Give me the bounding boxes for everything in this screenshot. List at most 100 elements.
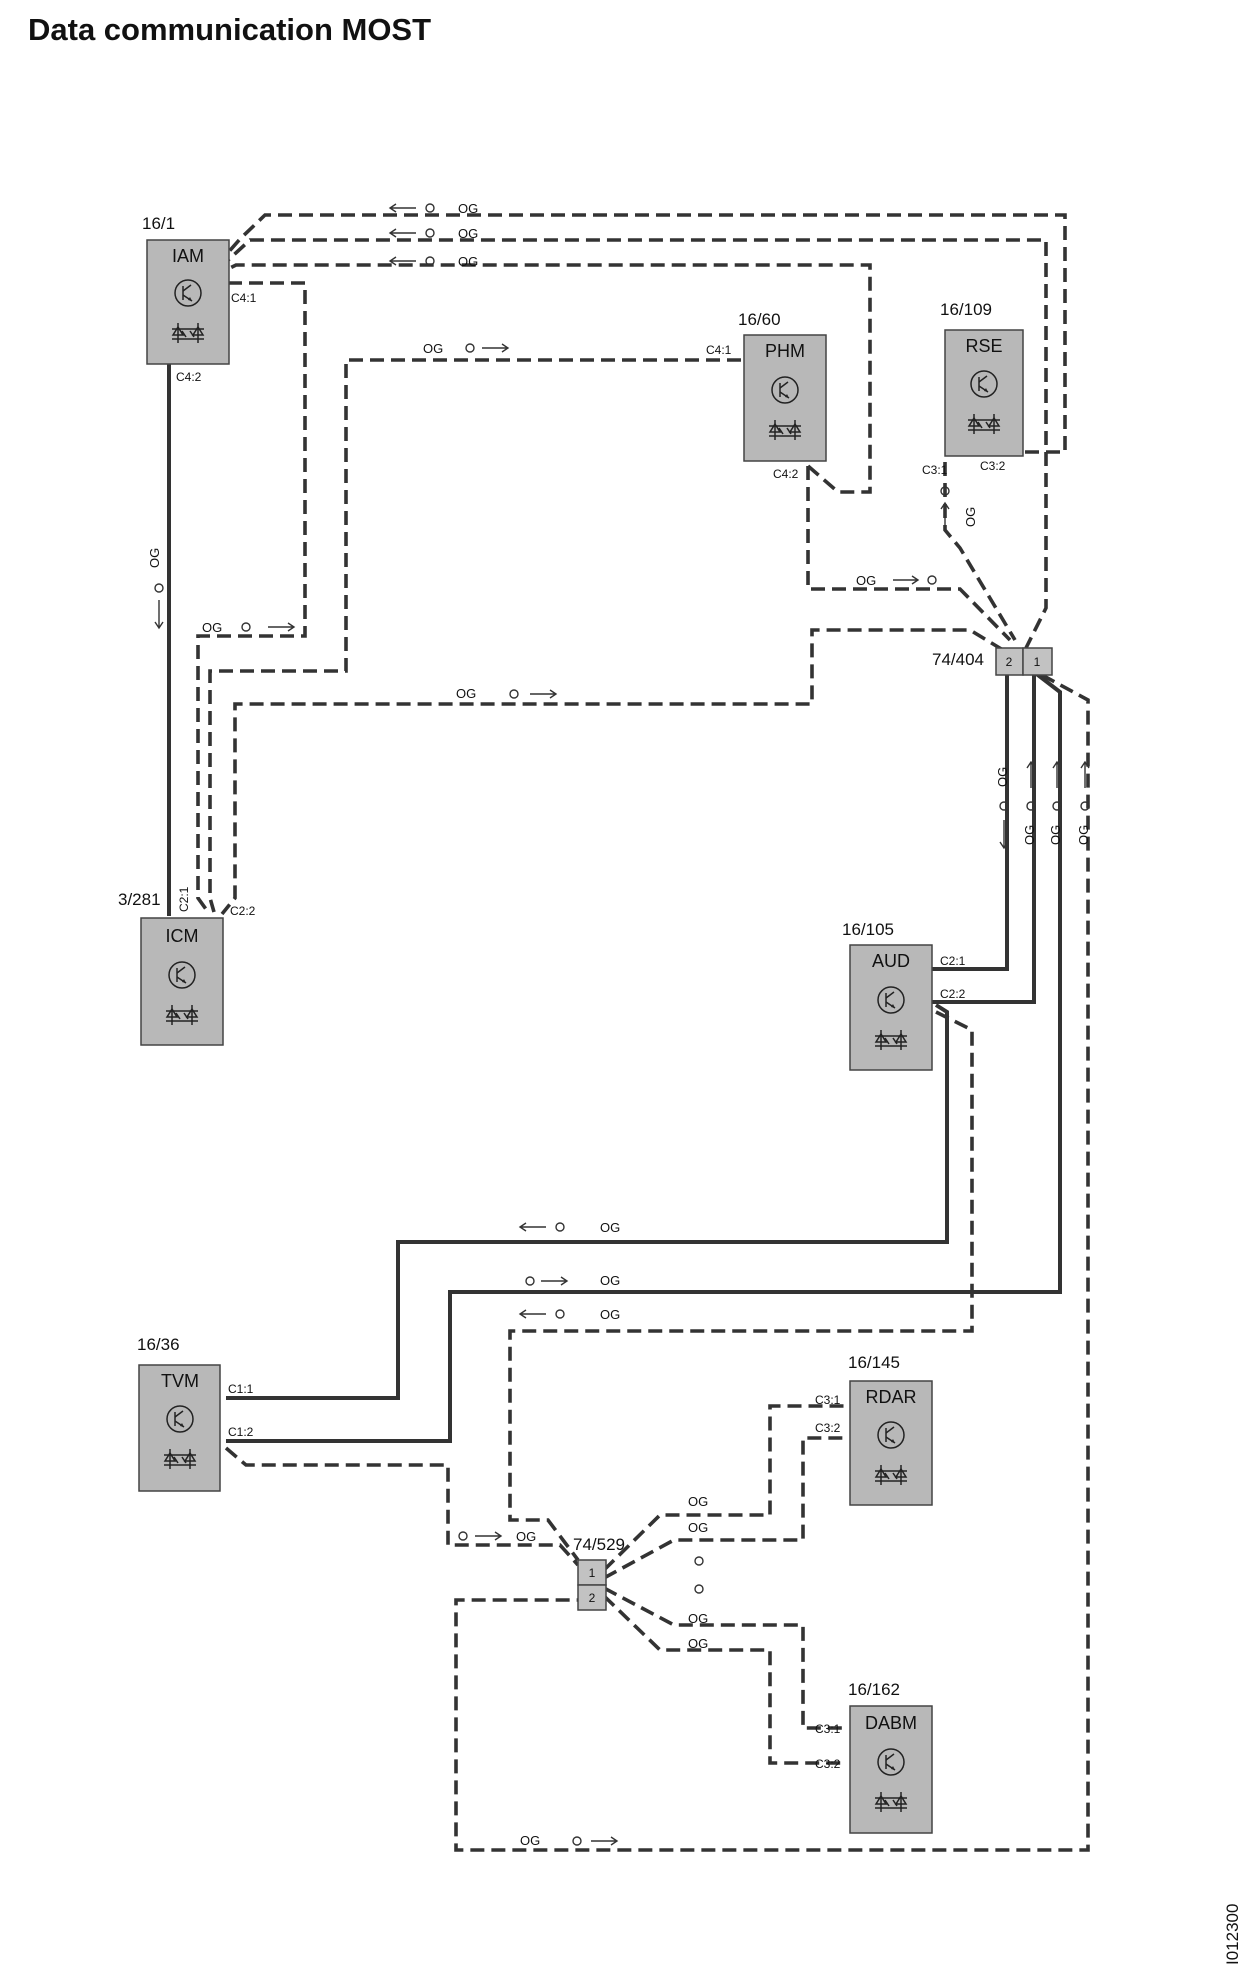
pin-label: C2:2: [940, 987, 966, 1001]
svg-text:OG: OG: [520, 1833, 540, 1848]
pin-label: C3:1: [815, 1722, 841, 1736]
pin-label: C3:2: [815, 1421, 841, 1435]
module-id: 16/109: [940, 300, 992, 319]
svg-text:OG: OG: [600, 1273, 620, 1288]
svg-text:OG: OG: [458, 254, 478, 269]
svg-text:OG: OG: [147, 548, 162, 568]
svg-text:OG: OG: [688, 1494, 708, 1509]
signal-label: OG: [688, 1494, 708, 1509]
module-name: DABM: [865, 1713, 917, 1733]
connector-id: 74/404: [932, 650, 984, 669]
signal-label: OG: [1076, 760, 1091, 845]
module-dabm: 16/162 DABM C3:1 C3:2: [815, 1680, 933, 1834]
svg-text:OG: OG: [458, 226, 478, 241]
module-id: 16/162: [848, 1680, 900, 1699]
pin-label: C3:2: [815, 1757, 841, 1771]
signal-label: OG: [423, 341, 510, 356]
module-aud: 16/105 AUD C2:1 C2:2: [842, 920, 966, 1071]
pin-label: C2:2: [230, 904, 256, 918]
connector-cell: 1: [1034, 655, 1041, 669]
connector-74-529: 74/529 1 2: [573, 1535, 625, 1611]
connector-cell: 2: [1006, 655, 1013, 669]
signal-label: OG: [520, 1833, 619, 1848]
wires: [167, 213, 1090, 1852]
module-name: AUD: [872, 951, 910, 971]
pin-label: C1:1: [228, 1382, 254, 1396]
svg-text:OG: OG: [600, 1307, 620, 1322]
wire-aud-tvm: [226, 1003, 949, 1400]
module-name: IAM: [172, 246, 204, 266]
signal-label: OG: [202, 620, 296, 635]
module-id: 16/36: [137, 1335, 180, 1354]
wire-c404-aud-1: [932, 662, 1009, 971]
signal-label: OG: [388, 226, 478, 241]
wire-phm-icm: [208, 358, 741, 913]
wire-rse-c404: [943, 462, 1017, 641]
svg-text:OG: OG: [202, 620, 222, 635]
module-icm: 3/281 ICM C2:1 C2:2: [118, 886, 256, 1046]
wire-c404-c529-loop: [454, 673, 1090, 1852]
pin-label: C3:2: [980, 459, 1006, 473]
module-id: 16/145: [848, 1353, 900, 1372]
module-id: 16/1: [142, 214, 175, 233]
module-name: ICM: [166, 926, 199, 946]
signal-label: OG: [688, 1636, 708, 1651]
wire-phm-iam: [225, 263, 872, 494]
pin-label: C3:1: [815, 1393, 841, 1407]
signal-label: OG: [995, 767, 1010, 850]
svg-text:OG: OG: [458, 201, 478, 216]
module-name: TVM: [161, 1371, 199, 1391]
wire-rse-iam-outer: [223, 213, 1067, 454]
module-rse: 16/109 RSE C3:1 C3:2: [922, 300, 1024, 477]
svg-text:OG: OG: [995, 767, 1010, 787]
svg-text:OG: OG: [516, 1529, 536, 1544]
signal-label: OG: [688, 1520, 708, 1535]
signal-label: OG: [388, 254, 478, 269]
svg-text:OG: OG: [456, 686, 476, 701]
wire-c529-rdar-1: [602, 1404, 845, 1572]
svg-text:OG: OG: [856, 573, 876, 588]
connector-cell: 2: [589, 1591, 596, 1605]
wire-c529-dabm-1: [603, 1586, 845, 1730]
signal-label: OG: [1048, 760, 1063, 845]
module-iam: 16/1 IAM C4:1 C4:2: [142, 214, 257, 384]
signal-label: OG: [525, 1273, 620, 1288]
pin-label: C2:1: [177, 886, 191, 912]
module-name: PHM: [765, 341, 805, 361]
svg-text:OG: OG: [1048, 825, 1063, 845]
wire-tvm-c529: [224, 1446, 580, 1567]
svg-text:OG: OG: [1022, 825, 1037, 845]
signal-label: OG: [1022, 760, 1037, 845]
page-title: Data communication MOST: [28, 12, 431, 47]
svg-text:OG: OG: [688, 1520, 708, 1535]
module-id: 3/281: [118, 890, 161, 909]
document-code: I012300: [1223, 1904, 1242, 1965]
pin-label: C3:1: [922, 463, 948, 477]
svg-text:OG: OG: [423, 341, 443, 356]
wire-phm-c404: [806, 466, 1012, 642]
wire-c404-iam: [224, 238, 1048, 651]
signal-label: OG: [388, 201, 478, 216]
wire-iam-icm-dash1: [196, 281, 307, 914]
wire-c404-tvm: [226, 670, 1062, 1443]
signal-label: OG: [856, 573, 937, 588]
signal-label: OG: [147, 548, 164, 630]
svg-text:OG: OG: [963, 507, 978, 527]
pin-label: C4:2: [773, 467, 799, 481]
pin-label: C4:1: [231, 291, 257, 305]
wire-aud-c529: [508, 1010, 974, 1562]
wire-c529-dabm-2: [602, 1594, 845, 1765]
connector-cell: 1: [589, 1566, 596, 1580]
svg-text:OG: OG: [600, 1220, 620, 1235]
connector-74-404: 74/404 2 1: [932, 647, 1053, 676]
signal-labels: OG OG OG OG OG OG: [147, 201, 1091, 1848]
connector-id: 74/529: [573, 1535, 625, 1554]
svg-text:OG: OG: [688, 1611, 708, 1626]
module-phm: 16/60 PHM C4:1 C4:2: [706, 310, 827, 481]
signal-label: OG: [940, 486, 978, 530]
pin-label: C4:1: [706, 343, 732, 357]
wire-c404-aud-2: [932, 662, 1036, 1004]
signal-label: OG: [518, 1307, 620, 1322]
module-id: 16/105: [842, 920, 894, 939]
